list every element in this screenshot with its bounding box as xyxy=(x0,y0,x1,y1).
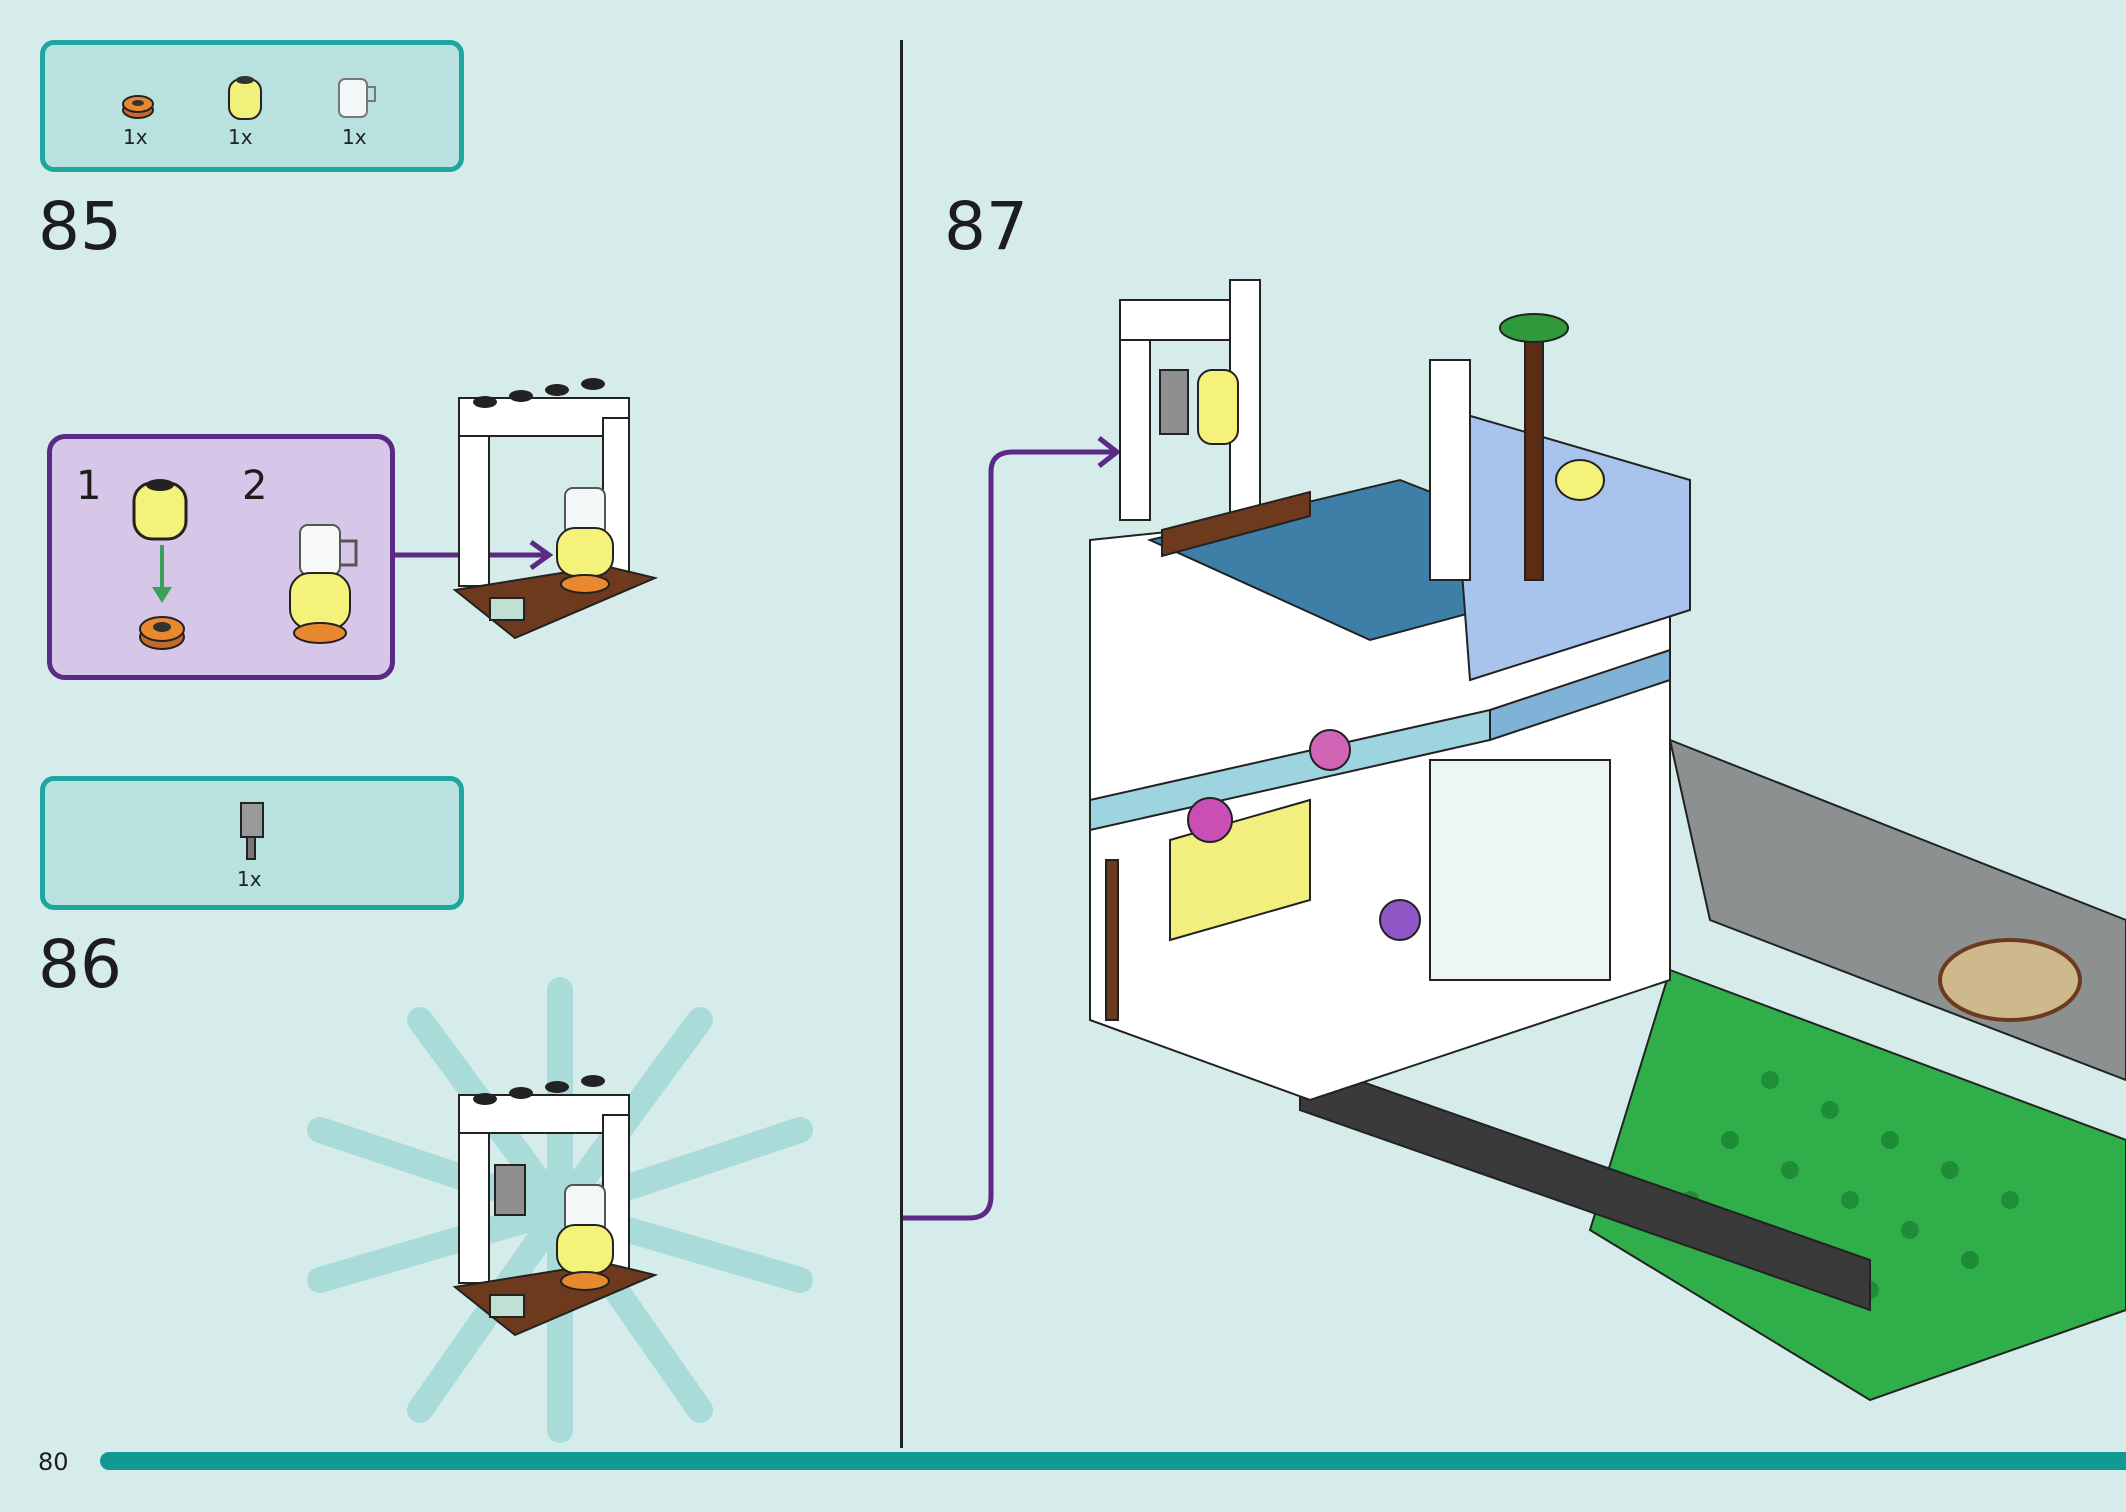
parts-box-step-85: 1x 1x 1x xyxy=(40,40,464,172)
callout-line-icon xyxy=(903,436,1122,1221)
part-qty: 1x xyxy=(237,867,262,891)
yellow-lamp-shade-icon xyxy=(228,76,262,120)
substep-number: 2 xyxy=(242,463,268,509)
step-number-87: 87 xyxy=(944,188,1028,265)
transparent-mug-icon xyxy=(338,78,376,118)
subassembly-box: 1 2 xyxy=(47,434,395,680)
parts-box-step-86: 1x xyxy=(40,776,464,910)
step-number-86: 86 xyxy=(38,926,122,1003)
orange-round-plate-icon xyxy=(122,95,154,119)
progress-bar xyxy=(100,1452,2126,1470)
substep-number: 1 xyxy=(76,463,102,509)
yellow-lamp-shade-icon xyxy=(132,479,188,541)
step-number-85: 85 xyxy=(38,188,122,265)
orange-round-plate-icon xyxy=(139,616,185,650)
cleaver-icon xyxy=(240,802,264,860)
page-number: 80 xyxy=(38,1448,69,1476)
part-qty: 1x xyxy=(228,125,253,149)
completed-frame-highlight-illustration xyxy=(307,977,813,1443)
bakery-building-illustration xyxy=(1089,279,2126,1402)
column-divider xyxy=(900,40,903,1448)
part-qty: 1x xyxy=(342,125,367,149)
lamp-assembly-icon xyxy=(289,524,358,644)
assembly-arrow-icon xyxy=(152,545,172,603)
part-qty: 1x xyxy=(123,125,148,149)
frame-model-illustration xyxy=(452,378,659,640)
